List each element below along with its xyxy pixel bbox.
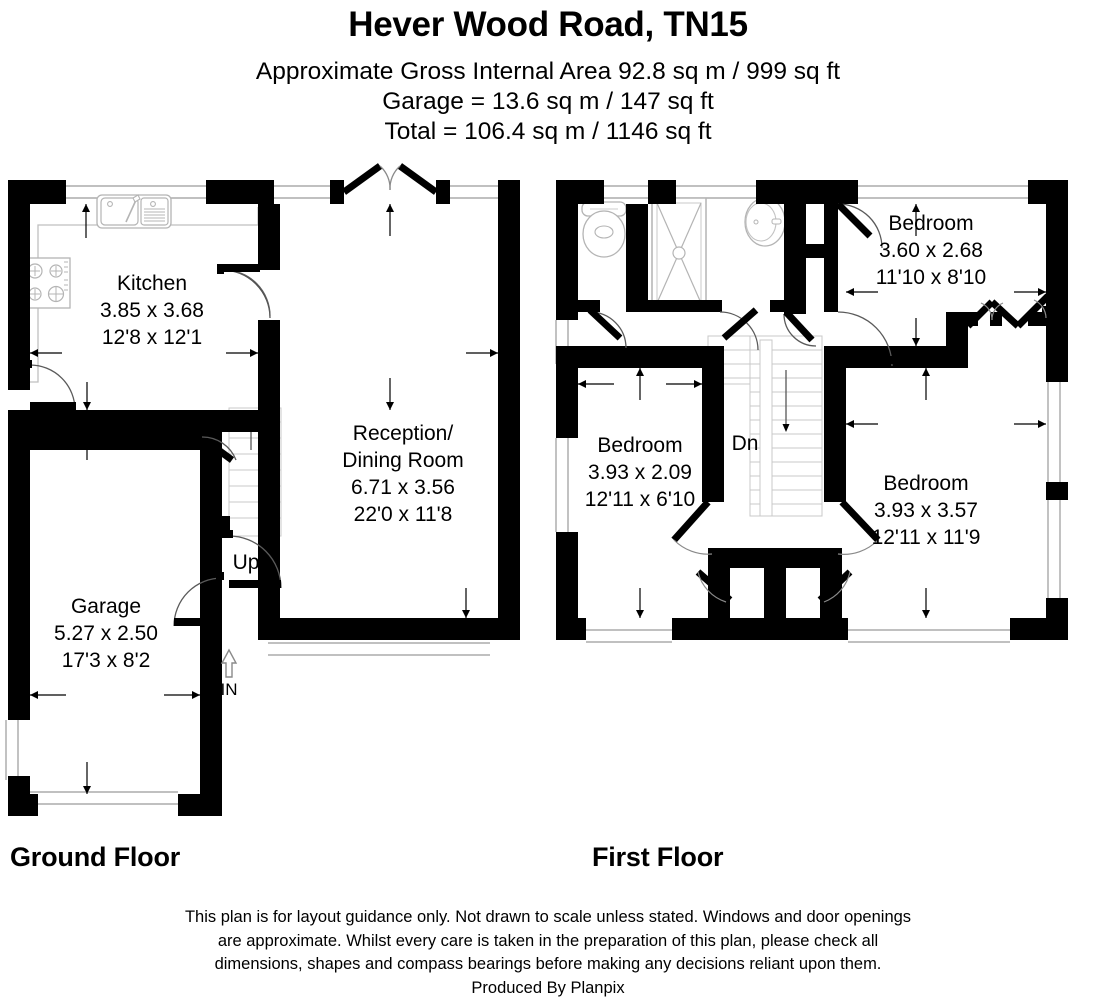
kitchen-name: Kitchen — [117, 272, 187, 295]
ground-floor-caption: Ground Floor — [10, 842, 180, 873]
kitchen-imperial: 12'8 x 12'1 — [102, 326, 202, 349]
ground-floor-plan: Kitchen 3.85 x 3.68 12'8 x 12'1 Receptio… — [0, 160, 560, 840]
staircase-down — [708, 336, 822, 516]
area-summary: Approximate Gross Internal Area 92.8 sq … — [0, 57, 1096, 147]
footer-line-1: This plan is for layout guidance only. N… — [0, 906, 1096, 930]
reception-name2: Dining Room — [342, 449, 463, 472]
area-line-gross: Approximate Gross Internal Area 92.8 sq … — [0, 57, 1096, 87]
footer-line-2: are approximate. Whilst every care is ta… — [0, 930, 1096, 954]
footer-line-3: dimensions, shapes and compass bearings … — [0, 953, 1096, 977]
producer-credit: Produced By Planpix — [0, 977, 1096, 1000]
kitchen-metric: 3.85 x 3.68 — [100, 299, 204, 322]
bedroom3-metric: 3.93 x 3.57 — [874, 499, 978, 522]
entrance-marker: IN — [221, 650, 238, 699]
garage-name: Garage — [71, 595, 141, 618]
bedroom2-imperial: 12'11 x 6'10 — [585, 488, 695, 511]
door-kitchen-back — [24, 360, 76, 410]
reception-metric: 6.71 x 3.56 — [351, 476, 455, 499]
stairs-down-label: Dn — [732, 432, 759, 455]
basin-icon — [745, 198, 785, 246]
area-line-garage: Garage = 13.6 sq m / 147 sq ft — [0, 87, 1096, 117]
bedroom3-name: Bedroom — [883, 472, 968, 495]
reception-name: Reception/ — [353, 422, 454, 445]
stairs-up-label: Up — [233, 551, 260, 574]
plan-header: Hever Wood Road, TN15 Approximate Gross … — [0, 0, 1096, 147]
garage-imperial: 17'3 x 8'2 — [62, 649, 151, 672]
door-kitchen-hall — [220, 264, 270, 316]
bedroom2-metric: 3.93 x 2.09 — [588, 461, 692, 484]
bedroom1-name: Bedroom — [888, 212, 973, 235]
wc-icon — [582, 202, 626, 257]
bedroom1-metric: 3.60 x 2.68 — [879, 239, 983, 262]
plan-footer: This plan is for layout guidance only. N… — [0, 906, 1096, 1000]
area-line-total: Total = 106.4 sq m / 1146 sq ft — [0, 117, 1096, 147]
first-floor-caption: First Floor — [592, 842, 723, 873]
bedroom1-imperial: 11'10 x 8'10 — [876, 266, 986, 289]
shower-icon — [652, 198, 706, 308]
garage-metric: 5.27 x 2.50 — [54, 622, 158, 645]
bedroom3-imperial: 12'11 x 11'9 — [872, 526, 981, 549]
reception-imperial: 22'0 x 11'8 — [354, 503, 453, 526]
first-floor-plan: Bedroom 3.60 x 2.68 11'10 x 8'10 Bedroom… — [548, 160, 1096, 840]
sink-icon — [97, 195, 171, 228]
bedroom2-name: Bedroom — [597, 434, 682, 457]
page-title: Hever Wood Road, TN15 — [0, 4, 1096, 46]
french-doors-reception — [344, 166, 436, 192]
entrance-label: IN — [221, 680, 238, 699]
